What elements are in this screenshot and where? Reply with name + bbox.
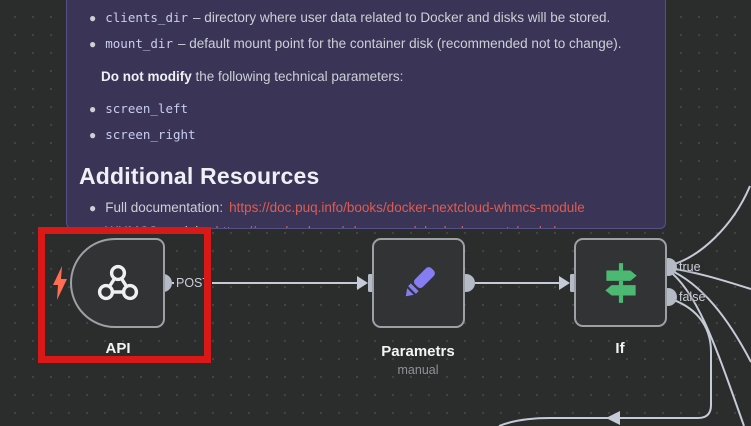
webhook-icon	[97, 264, 138, 301]
lightning-bolt-icon	[53, 266, 67, 300]
documentation-panel: ● clients_dir – directory where user dat…	[66, 0, 666, 229]
config-params-list: ● clients_dir – directory where user dat…	[79, 5, 651, 57]
connection-true-down-2[interactable]	[667, 269, 745, 426]
if-false-output-label: false	[679, 290, 706, 304]
technical-params-list: ● screen_left ● screen_right	[79, 96, 651, 148]
param-description: – default mount point for the container …	[177, 36, 622, 51]
arrowhead-icon	[606, 411, 620, 425]
bullet-icon: ●	[89, 102, 97, 116]
list-item: ● screen_right	[79, 122, 651, 148]
node-api-label: API	[105, 340, 131, 357]
bullet-icon: ●	[89, 37, 97, 51]
documentation-link[interactable]: https://doc.puq.info/books/docker-nextcl…	[229, 200, 585, 215]
whmcs-module-link[interactable]: https://puqcloud.com/whmcs-module-docker…	[216, 220, 569, 228]
bullet-icon: ●	[89, 128, 97, 142]
node-if-label: If	[615, 340, 625, 357]
bullet-icon: ●	[89, 11, 97, 25]
node-parametrs-sublabel: manual	[397, 363, 439, 377]
section-heading: Additional Resources	[79, 163, 320, 189]
param-code: mount_dir	[105, 36, 173, 51]
resources-list: ● Full documentation: https://doc.puq.in…	[79, 196, 651, 228]
list-item: ● screen_left	[79, 96, 651, 122]
signpost-icon	[604, 262, 637, 303]
connection-true-down-1[interactable]	[667, 268, 751, 363]
connection-false-loop[interactable]	[498, 297, 712, 426]
api-output-label: POST	[174, 276, 213, 290]
arrowhead-icon	[357, 276, 368, 290]
connection-true-right[interactable]	[667, 267, 751, 290]
param-description: – directory where user data related to D…	[193, 10, 611, 25]
resource-label: Full documentation:	[105, 200, 224, 215]
list-item: ● Full documentation: https://doc.puq.in…	[79, 196, 651, 220]
bullet-icon: ●	[89, 201, 97, 215]
warning-note: Do not modify the following technical pa…	[101, 66, 651, 88]
resource-label: WHMCS module:	[105, 220, 209, 228]
list-item: ● WHMCS module: https://puqcloud.com/whm…	[79, 220, 651, 228]
pencil-icon	[405, 267, 435, 297]
list-item: ● clients_dir – directory where user dat…	[79, 5, 651, 31]
red-highlight-rectangle	[38, 227, 211, 363]
arrowhead-icon	[559, 276, 570, 290]
param-code: screen_left	[105, 101, 189, 116]
node-parametrs-label: Parametrs	[381, 343, 455, 360]
warning-note-rest: the following technical parameters:	[191, 69, 404, 84]
node-parametrs[interactable]	[372, 238, 465, 328]
param-code: screen_right	[105, 127, 196, 142]
warning-note-bold: Do not modify	[101, 69, 192, 84]
if-true-output-label: true	[679, 260, 701, 274]
param-code: clients_dir	[105, 10, 189, 25]
list-item: ● mount_dir – default mount point for th…	[79, 31, 651, 57]
connection-true-up[interactable]	[667, 185, 751, 267]
node-if[interactable]	[574, 238, 667, 327]
node-api[interactable]	[70, 238, 165, 328]
bullet-icon: ●	[89, 220, 96, 228]
